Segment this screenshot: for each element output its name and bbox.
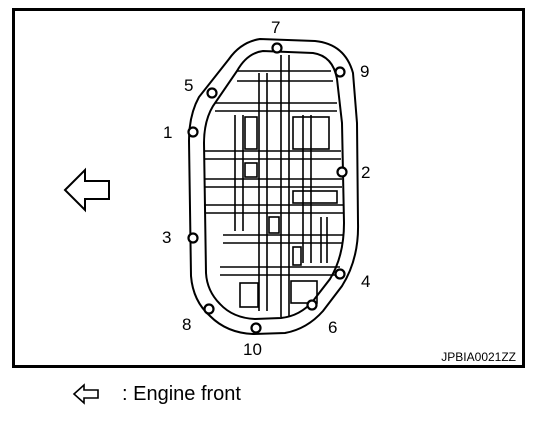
bolt-label-2: 2: [361, 163, 370, 182]
bolt-label-8: 8: [182, 315, 191, 334]
legend: : Engine front: [72, 380, 241, 408]
oil-pan-diagram: 1 2 3 4 5 6 7 8 9 10 JPBIA0021ZZ: [63, 18, 516, 364]
oil-pan-ribs: [205, 55, 343, 317]
bolt-3: [187, 232, 199, 244]
bolt-5: [206, 87, 218, 99]
oil-pan-inner-outline: [202, 49, 346, 321]
bolt-holes: [187, 42, 348, 334]
bolt-label-1: 1: [163, 123, 172, 142]
bolt-label-10: 10: [243, 340, 262, 359]
engine-front-arrow-icon: [63, 167, 110, 213]
oil-pan-pockets: [239, 116, 338, 308]
oil-pan-outer-outline: [187, 37, 360, 336]
diagram-frame: 1 2 3 4 5 6 7 8 9 10 JPBIA0021ZZ: [12, 8, 525, 368]
bolt-label-5: 5: [184, 76, 193, 95]
bolt-label-3: 3: [162, 228, 171, 247]
bolt-10: [250, 322, 262, 334]
figure-code: JPBIA0021ZZ: [441, 350, 516, 364]
bolt-9: [334, 66, 346, 78]
bolt-label-9: 9: [360, 62, 369, 81]
bolt-label-7: 7: [271, 18, 280, 37]
bolt-7: [271, 42, 283, 54]
bolt-6: [306, 299, 318, 311]
bolt-label-6: 6: [328, 318, 337, 337]
bolt-1: [187, 126, 199, 138]
bolt-8: [203, 303, 215, 315]
bolt-4: [334, 268, 346, 280]
bolt-2: [336, 166, 348, 178]
bolt-label-4: 4: [361, 272, 370, 291]
outline-arrow-left-icon: [72, 383, 99, 405]
legend-text: : Engine front: [122, 382, 241, 405]
